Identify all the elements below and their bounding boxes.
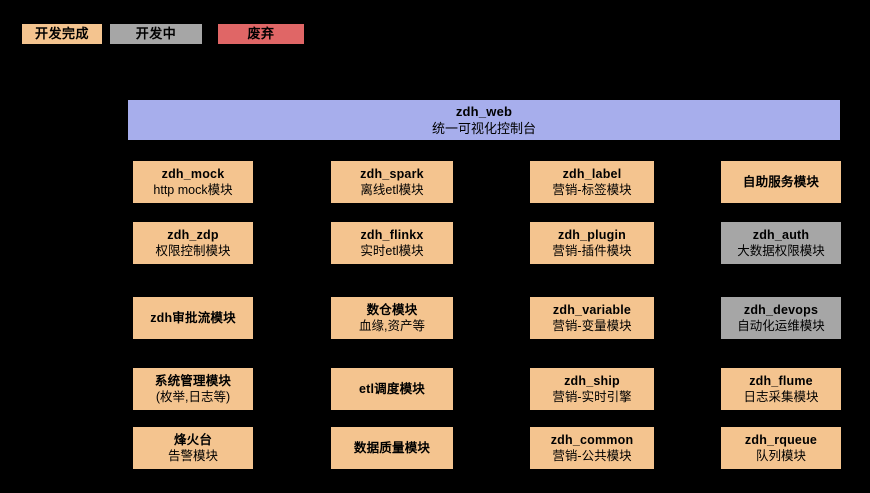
module-subtitle: 营销-公共模块 <box>552 449 632 463</box>
module-title: 烽火台 <box>173 433 213 447</box>
module-box[interactable]: 自助服务模块 <box>721 161 841 203</box>
module-subtitle: (枚举,日志等) <box>155 390 231 404</box>
legend-item-label: 开发完成 <box>34 26 89 41</box>
module-subtitle: 营销-插件模块 <box>552 244 632 258</box>
module-box[interactable]: zdh_spark 离线etl模块 <box>331 161 453 203</box>
module-box[interactable]: 数据质量模块 <box>331 427 453 469</box>
module-title: zdh_variable <box>552 303 632 317</box>
legend-item-label: 废弃 <box>247 26 275 41</box>
module-box[interactable]: zdh_zdp 权限控制模块 <box>133 222 253 264</box>
module-title: zdh_plugin <box>558 228 626 242</box>
module-subtitle: 营销-标签模块 <box>552 183 632 197</box>
legend: 开发完成 开发中 废弃 <box>0 0 870 58</box>
module-title: 自助服务模块 <box>742 175 820 189</box>
module-box[interactable]: zdh_devops 自动化运维模块 <box>721 297 841 339</box>
module-box[interactable]: zdh_label 营销-标签模块 <box>530 161 654 203</box>
module-title: zdh_rqueue <box>744 433 818 447</box>
module-subtitle: 实时etl模块 <box>360 244 424 258</box>
module-title: zdh_common <box>550 433 634 447</box>
module-box[interactable]: etl调度模块 <box>331 368 453 410</box>
module-title: zdh_ship <box>564 374 620 388</box>
module-title: zdh_devops <box>743 303 819 317</box>
module-subtitle: 营销-实时引擎 <box>552 390 632 404</box>
module-title: zdh_flume <box>749 374 813 388</box>
module-title: etl调度模块 <box>359 382 425 396</box>
module-title: zdh_zdp <box>167 228 219 242</box>
module-subtitle: 告警模块 <box>167 449 218 463</box>
module-title: zdh_auth <box>752 228 810 242</box>
legend-item-label: 开发中 <box>135 26 177 41</box>
module-subtitle: 离线etl模块 <box>360 183 424 197</box>
module-box[interactable]: zdh_flume 日志采集模块 <box>721 368 841 410</box>
banner-title: zdh_web <box>455 103 513 119</box>
module-box[interactable]: zdh_common 营销-公共模块 <box>530 427 654 469</box>
module-subtitle: 自动化运维模块 <box>737 319 825 333</box>
module-title: zdh_mock <box>161 167 225 181</box>
module-title: 数据质量模块 <box>353 441 431 455</box>
legend-item-doing: 开发中 <box>110 24 202 44</box>
module-title: 系统管理模块 <box>154 374 232 388</box>
module-box[interactable]: zdh_flinkx 实时etl模块 <box>331 222 453 264</box>
module-subtitle: 营销-变量模块 <box>552 319 632 333</box>
module-subtitle: 权限控制模块 <box>155 244 231 258</box>
legend-item-done: 开发完成 <box>22 24 102 44</box>
legend-item-dropped: 废弃 <box>218 24 304 44</box>
module-box[interactable]: zdh_plugin 营销-插件模块 <box>530 222 654 264</box>
banner-subtitle: 统一可视化控制台 <box>431 120 536 136</box>
module-title: zdh_spark <box>360 167 424 181</box>
module-box[interactable]: zdh_ship 营销-实时引擎 <box>530 368 654 410</box>
module-box[interactable]: zdh_variable 营销-变量模块 <box>530 297 654 339</box>
module-subtitle: 日志采集模块 <box>743 390 819 404</box>
module-title: zdh审批流模块 <box>150 311 236 325</box>
module-subtitle: 大数据权限模块 <box>737 244 825 258</box>
module-box[interactable]: zdh_auth 大数据权限模块 <box>721 222 841 264</box>
zdh-web-banner: zdh_web 统一可视化控制台 <box>128 100 840 140</box>
module-title: zdh_label <box>562 167 622 181</box>
module-box[interactable]: 数仓模块血缘,资产等 <box>331 297 453 339</box>
module-title: zdh_flinkx <box>360 228 424 242</box>
module-subtitle: http mock模块 <box>153 183 233 197</box>
module-title: 数仓模块 <box>366 303 418 317</box>
module-box[interactable]: zdh_rqueue 队列模块 <box>721 427 841 469</box>
module-subtitle: 血缘,资产等 <box>359 319 425 333</box>
module-box[interactable]: zdh审批流模块 <box>133 297 253 339</box>
module-box[interactable]: 系统管理模块 (枚举,日志等) <box>133 368 253 410</box>
module-subtitle: 队列模块 <box>755 449 806 463</box>
module-box[interactable]: 烽火台告警模块 <box>133 427 253 469</box>
